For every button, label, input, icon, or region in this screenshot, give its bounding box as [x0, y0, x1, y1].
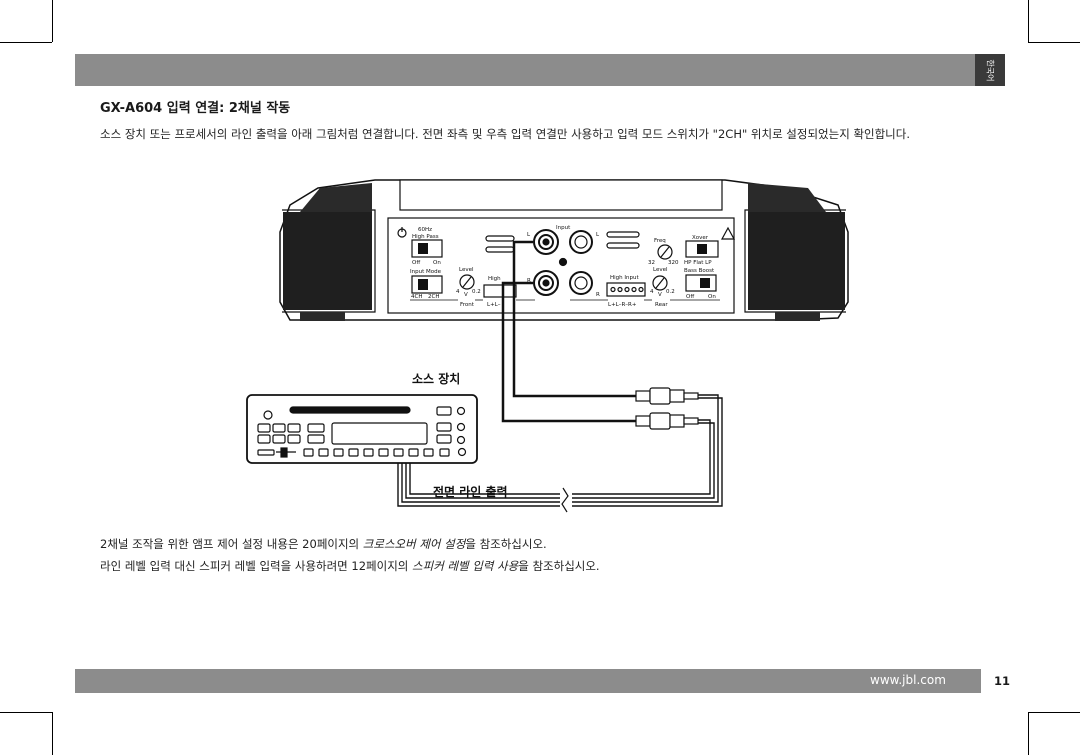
- head-unit-display: [331, 422, 428, 445]
- front-level-label: Level: [459, 267, 474, 273]
- front-level-min: 4: [456, 289, 460, 295]
- header-band: [75, 54, 975, 86]
- footer-url: www.jbl.com: [870, 673, 946, 687]
- note1-text: 2채널 조작을 위한 앰프 제어 설정 내용은 20페이지의: [100, 537, 363, 551]
- rear-level-max: 0.2: [666, 289, 675, 295]
- front-label: Front: [460, 302, 475, 308]
- rear-label: Rear: [655, 302, 668, 308]
- xover-modes-label: HP Flat LP: [684, 260, 712, 266]
- front-r-label: R: [527, 278, 531, 284]
- crop-mark: [1028, 712, 1080, 713]
- rear-level-unit: V: [658, 292, 662, 298]
- crop-mark: [1028, 42, 1080, 43]
- crop-mark: [1028, 0, 1029, 42]
- rear-terminals-label: L+L–R–R+: [608, 302, 637, 308]
- ground-screw-icon: [558, 257, 568, 267]
- rear-high-input-connector: [606, 282, 646, 297]
- note-speaker-level: 라인 레벨 입력 대신 스피커 레벨 입력을 사용하려면 12페이지의 스피커 …: [100, 558, 600, 574]
- crop-mark: [52, 0, 53, 42]
- rear-level-label: Level: [653, 267, 668, 273]
- freq-knob: [657, 244, 673, 260]
- note-crossover: 2채널 조작을 위한 앰프 제어 설정 내용은 20페이지의 크로스오버 제어 …: [100, 536, 547, 552]
- rear-level-min: 4: [650, 289, 654, 295]
- crop-mark: [0, 712, 52, 713]
- hp-on-label: On: [433, 260, 441, 266]
- ch4-label: 4CH: [411, 294, 422, 300]
- front-line-out-label: 전면 라인 출력: [433, 484, 508, 499]
- ch2-label: 2CH: [428, 294, 439, 300]
- rear-r-label: R: [596, 292, 600, 298]
- front-level-knob: [459, 274, 475, 290]
- head-unit-cable: [397, 394, 723, 513]
- front-high-label: High: [488, 276, 501, 282]
- note2-text-end: 을 참조하십시오.: [518, 559, 600, 573]
- crop-mark: [52, 712, 53, 755]
- crop-mark: [0, 42, 52, 43]
- front-level-unit: V: [464, 292, 468, 298]
- front-level-max: 0.2: [472, 289, 481, 295]
- high-pass-label: High Pass: [412, 234, 439, 240]
- rear-l-label: L: [596, 232, 600, 238]
- freq-max: 320: [668, 260, 679, 266]
- amplifier: [279, 179, 849, 321]
- freq-min: 32: [648, 260, 655, 266]
- bb-off-label: Off: [686, 294, 694, 300]
- head-unit: [246, 394, 478, 464]
- front-terminals-label: L+L–: [487, 302, 501, 308]
- input-mode-label: Input Mode: [410, 269, 442, 275]
- front-left-rca-jack: [533, 229, 559, 255]
- rear-right-rca-jack: [569, 271, 593, 295]
- bass-boost-label: Bass Boost: [684, 268, 715, 274]
- note2-text: 라인 레벨 입력 대신 스피커 레벨 입력을 사용하려면 12페이지의: [100, 559, 413, 573]
- hp-off-label: Off: [412, 260, 420, 266]
- note1-text-end: 을 참조하십시오.: [465, 537, 547, 551]
- front-l-label: L: [527, 232, 531, 238]
- page-number: 11: [994, 674, 1011, 688]
- high-input-label: High Input: [610, 275, 639, 281]
- input-label: Input: [556, 225, 571, 231]
- source-device-label: 소스 장치: [412, 371, 460, 386]
- note2-ref: 스피커 레벨 입력 사용: [412, 559, 519, 573]
- xover-label: Xover: [692, 235, 709, 241]
- section-title: GX-A604 입력 연결: 2채널 작동: [100, 101, 291, 116]
- front-right-rca-jack: [533, 270, 559, 296]
- language-tab: 한국어: [975, 54, 1005, 86]
- footer-band: [75, 669, 981, 693]
- rear-left-rca-jack: [569, 230, 593, 254]
- crop-mark: [1028, 712, 1029, 755]
- bb-on-label: On: [708, 294, 716, 300]
- freq-label: Freq: [654, 238, 666, 244]
- rear-level-knob: [652, 275, 668, 291]
- hz60-label: 60Hz: [418, 227, 432, 233]
- front-high-input-connector: [483, 284, 517, 298]
- rca-cables: [501, 240, 636, 423]
- warning-icon: [720, 226, 736, 240]
- rca-plugs: [635, 387, 699, 430]
- intro-paragraph: 소스 장치 또는 프로세서의 라인 출력을 아래 그림처럼 연결합니다. 전면 …: [100, 127, 910, 141]
- note1-ref: 크로스오버 제어 설정: [362, 537, 466, 551]
